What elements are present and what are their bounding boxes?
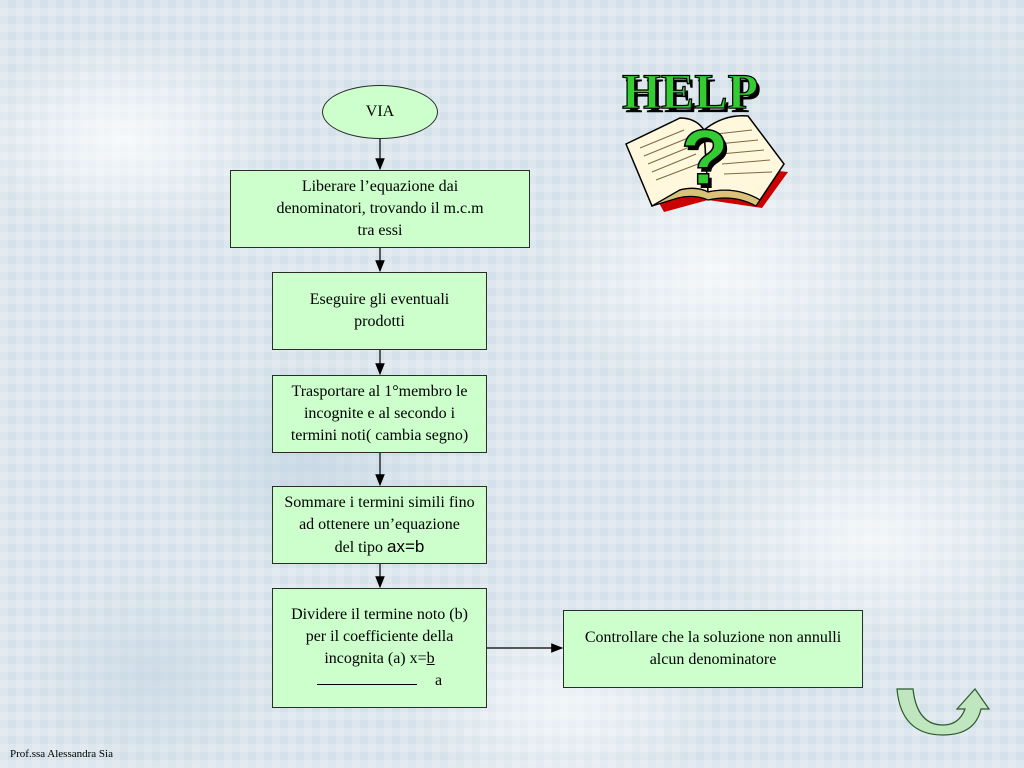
step1-line: Liberare l’equazione dai — [301, 178, 459, 195]
fraction-numerator: b — [426, 650, 435, 667]
return-arrow-shape — [896, 688, 991, 736]
step3-line: termini noti( cambia segno) — [290, 427, 469, 444]
step4-line: ad ottenere un’equazione — [299, 515, 460, 533]
step3-line: Trasportare al 1°membro le — [291, 383, 468, 400]
step-remove-denominators: Liberare l’equazione dai denominatori, t… — [230, 170, 530, 248]
help-shadow: HELP — [625, 67, 761, 123]
step-check-solution: Controllare che la soluzione non annulli… — [563, 610, 863, 688]
step5-line: incognita (a) x= — [324, 650, 427, 667]
step-move-terms: Trasportare al 1°membro le incognite e a… — [272, 375, 487, 453]
question-mark-shadow: ? — [684, 117, 732, 205]
step3-line: incognite e al secondo i — [303, 405, 456, 422]
fraction-denominator: a — [434, 672, 443, 689]
question-mark: ? — [681, 113, 729, 201]
step-do-products: Eseguire gli eventuali prodotti — [272, 272, 487, 350]
step4-line-3: del tipo ax=b — [284, 536, 474, 559]
fraction-row: a — [273, 670, 486, 692]
help-text: HELP — [622, 63, 758, 119]
check-line: alcun denominatore — [649, 651, 777, 668]
step1-line: denominatori, trovando il m.c.m — [276, 200, 484, 217]
step2-line: prodotti — [354, 313, 405, 330]
step-sum-like-terms: Sommare i termini simili fino ad ottener… — [272, 486, 487, 564]
check-line: Controllare che la soluzione non annulli — [584, 629, 842, 646]
step4-formula: ax=b — [387, 536, 425, 556]
step-divide: Dividere il termine noto (b) per il coef… — [272, 588, 487, 708]
step1-line: tra essi — [357, 222, 403, 239]
help-book-icon[interactable]: HELP HELP ? ? — [612, 60, 797, 215]
step2-line: Eseguire gli eventuali — [309, 291, 450, 308]
author-footer: Prof.ssa Alessandra Sia — [10, 748, 113, 760]
start-node: VIA — [322, 85, 438, 139]
return-arrow-icon[interactable] — [893, 685, 993, 740]
start-label: VIA — [365, 103, 395, 120]
fraction-bar — [316, 678, 417, 685]
step4-line: del tipo — [334, 538, 388, 556]
step5-line-3: incognita (a) x=b — [273, 648, 486, 670]
step5-line: Dividere il termine noto (b) — [291, 606, 468, 623]
step4-line: Sommare i termini simili fino — [284, 493, 475, 511]
book-edge — [651, 187, 761, 207]
step5-line: per il coefficiente della — [305, 628, 454, 645]
